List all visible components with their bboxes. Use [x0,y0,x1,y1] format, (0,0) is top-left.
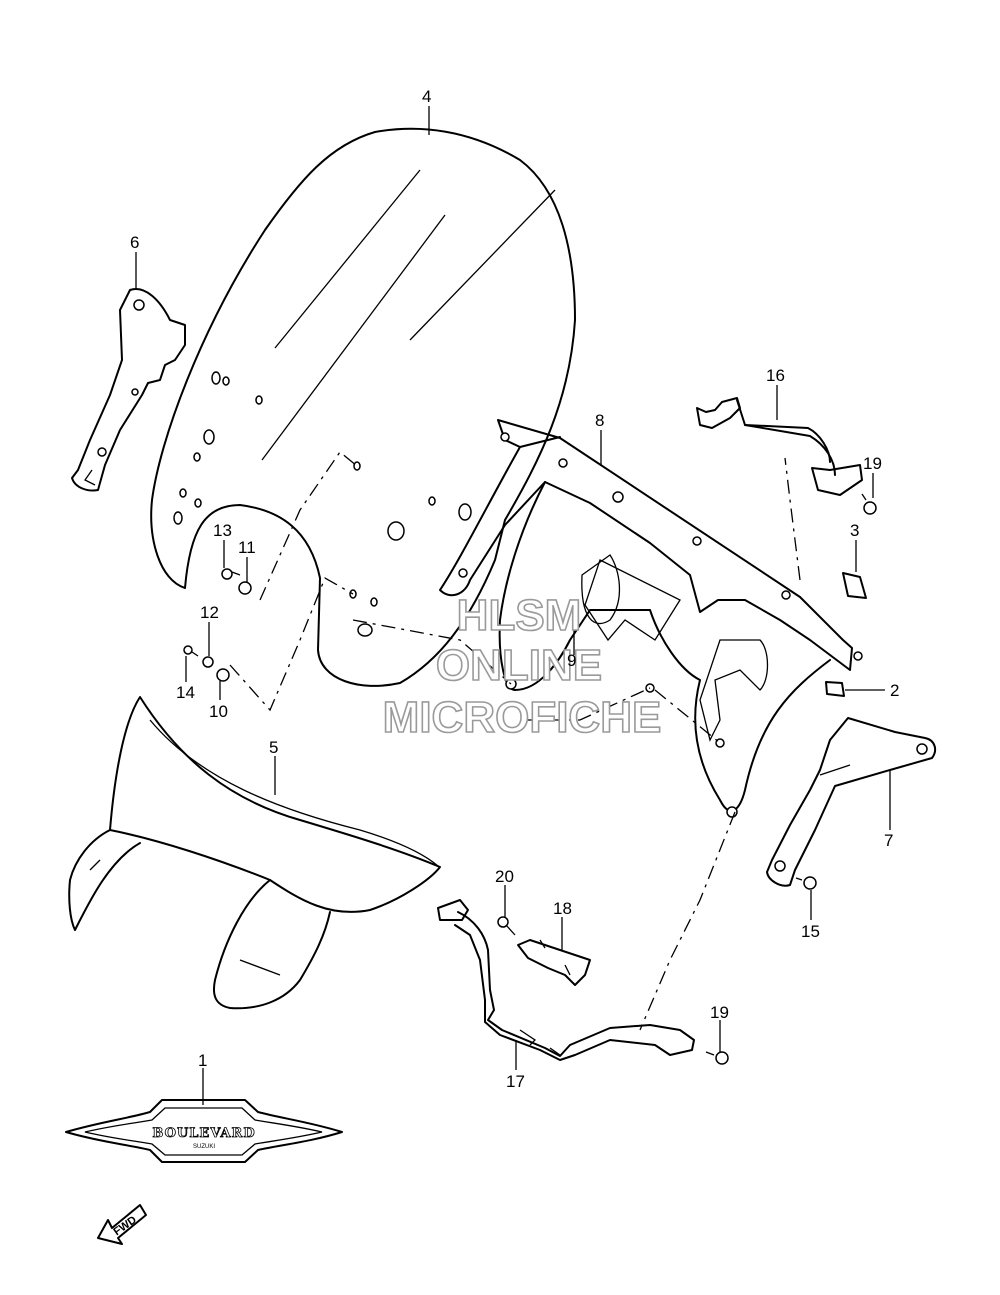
svg-text:MICROFICHE: MICROFICHE [383,693,662,742]
callout-11: 11 [238,538,256,557]
svg-text:ONLINE: ONLINE [436,641,602,690]
callout-5: 5 [269,738,278,757]
callout-12: 12 [200,603,219,622]
callout-19-lower: 19 [710,1003,729,1022]
svg-text:HLSM: HLSM [457,591,582,640]
callout-18: 18 [553,899,572,918]
windshield-part-4 [150,127,576,687]
callout-16: 16 [766,366,785,385]
nut-part-10 [216,668,230,682]
emblem-text: BOULEVARD [152,1126,255,1141]
bolt-part-14 [183,645,199,657]
callout-20: 20 [495,867,514,886]
bracket-part-18 [517,939,591,986]
callout-10: 10 [209,702,228,721]
callout-7: 7 [884,831,893,850]
emblem-subtext: SUZUKI [193,1144,215,1150]
callout-4: 4 [422,87,431,106]
callout-19-upper: 19 [863,454,882,473]
cushion-part-2 [825,681,845,697]
bolt-part-20 [497,916,516,936]
bolt-part-19-upper [861,493,877,515]
callout-1: 1 [198,1051,207,1070]
stay-part-17 [437,899,695,1061]
callout-9: 9 [567,651,576,670]
mount-part-6 [71,288,186,492]
fwd-label: FWD [111,1214,138,1238]
assembly-lines [229,451,801,1031]
fwd-arrow-icon: FWD [97,1204,147,1245]
bolt-part-13 [221,568,241,580]
callout-14: 14 [176,683,195,702]
bracket-part-8 [439,419,863,818]
leader-lines [135,106,891,1105]
lower-cowl-part-5 [68,696,441,1010]
watermark: HLSM ONLINE MICROFICHE [382,590,662,743]
bolt-part-19-lower [705,1051,729,1065]
callout-17: 17 [506,1072,525,1091]
callout-15: 15 [801,922,820,941]
washer-part-12 [202,656,214,668]
nut-part-11 [238,581,252,595]
callout-labels: 4 6 16 8 19 3 13 11 12 9 2 14 10 5 7 20 … [130,87,899,1091]
cushion-part-3 [842,572,867,599]
bolt-part-15 [795,876,817,890]
callout-2: 2 [890,681,899,700]
emblem-part-1: BOULEVARD SUZUKI [65,1099,343,1163]
callout-6: 6 [130,233,139,252]
mount-part-7 [766,717,937,887]
callout-3: 3 [850,521,859,540]
callout-13: 13 [213,521,232,540]
callout-8: 8 [595,411,604,430]
stay-part-16 [696,397,863,496]
